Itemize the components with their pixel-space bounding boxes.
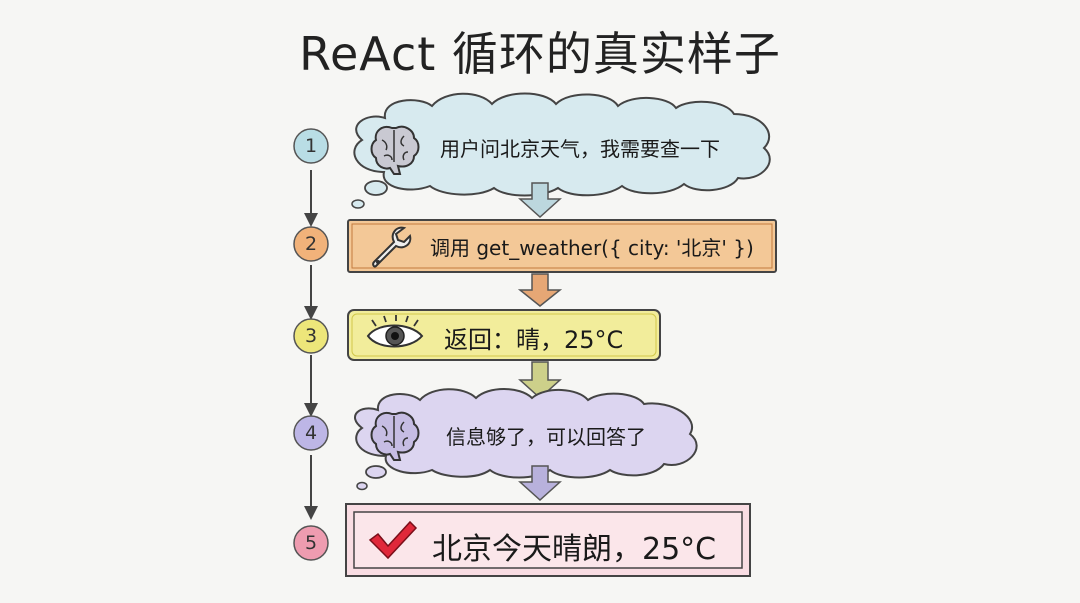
flow-arrow-tool-to-observe [517,273,563,307]
step-4-text: 信息够了，可以回答了 [446,425,646,449]
step-number-4: 4 [304,422,318,444]
step-number-circles [293,128,329,561]
page-title: ReAct 循环的真实样子 [299,27,781,81]
step-3-observation-box [347,309,661,361]
wrench-icon [372,226,412,268]
step-number-2: 2 [304,233,318,255]
step-5-text: 北京今天晴朗，25°C [432,532,717,567]
step-1-thought-cloud [351,92,771,209]
step-5-final-answer-box [345,503,751,577]
step-3-text: 返回：晴，25°C [444,326,624,354]
flow-arrow-observe-to-think [518,361,562,400]
number-circle-2 [293,226,329,262]
step-number-3: 3 [304,325,318,347]
flow-arrow-think-to-answer [518,465,562,502]
step-number-1: 1 [304,135,318,157]
step-2-text: 调用 get_weather({ city: '北京' }) [430,236,754,260]
flow-arrow-cloud-to-tool [518,182,562,219]
eye-icon [366,315,424,348]
checkmark-icon [368,520,418,560]
step-4-thought-cloud [354,388,698,491]
step-2-tool-call-box [347,219,777,273]
brain-icon [370,125,420,175]
step-number-5: 5 [304,532,318,554]
number-circle-4 [293,415,329,451]
brain-icon [370,411,420,461]
number-circle-5 [293,525,329,561]
number-circle-3 [293,318,329,354]
step-1-text: 用户问北京天气，我需要查一下 [440,137,720,161]
number-circle-1 [293,128,329,164]
